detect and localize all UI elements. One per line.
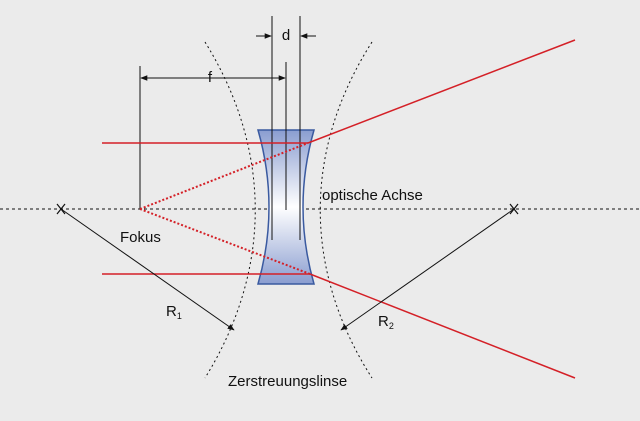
lens-type-label: Zerstreuungslinse	[228, 373, 347, 390]
radius1-label: R1	[166, 303, 182, 321]
radius2-label: R2	[378, 313, 394, 331]
radius1-arrow	[60, 208, 235, 331]
optical-axis-label: optische Achse	[322, 187, 423, 204]
focus-label: Fokus	[120, 229, 161, 246]
radius2-arrow	[340, 208, 515, 331]
focal-length-label: f	[208, 69, 213, 86]
curvature-arc-right	[319, 41, 373, 379]
outgoing-ray-top	[307, 39, 576, 144]
thickness-label: d	[282, 27, 290, 44]
outgoing-ray-bottom	[309, 273, 576, 379]
curvature-arc-left	[204, 41, 256, 379]
